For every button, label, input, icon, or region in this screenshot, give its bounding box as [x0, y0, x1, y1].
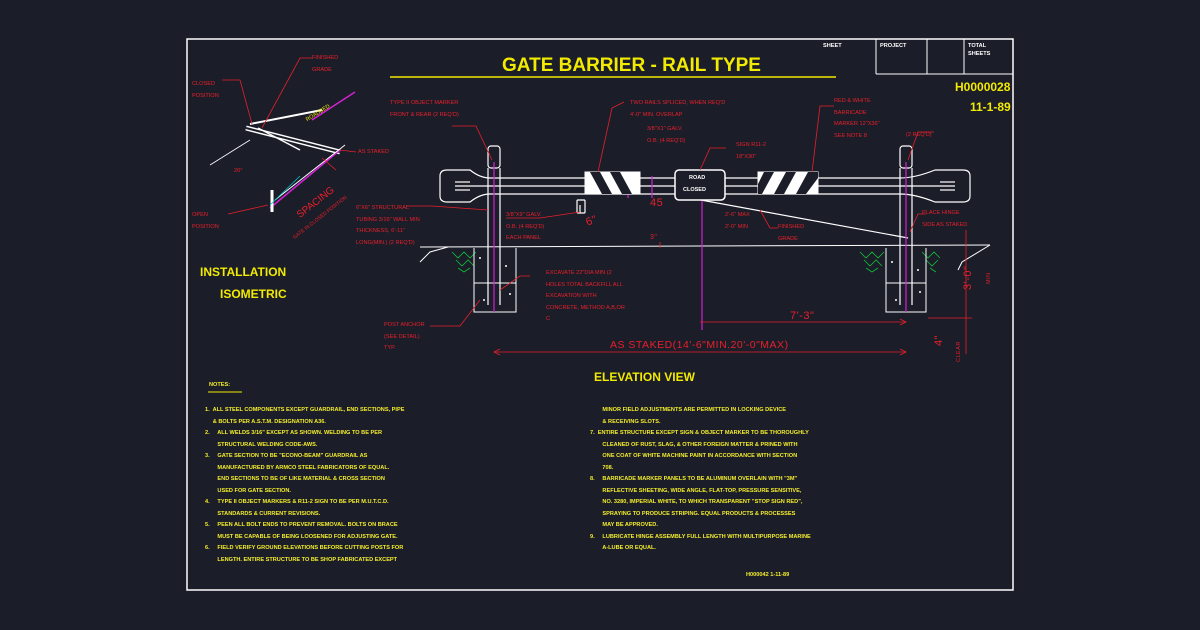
elevation-heading: ELEVATION VIEW	[594, 370, 695, 384]
callout-two-reqd: (2 REQ'D)	[906, 132, 932, 138]
callout-rails-spliced: TWO RAILS SPLICED, WHEN REQ'D 4'-0" MIN.…	[630, 100, 726, 118]
note-line: & RECEIVING SLOTS.	[590, 418, 661, 425]
note-line: MANUFACTURED BY ARMCO STEEL FABRICATORS …	[205, 464, 390, 471]
note-line: 2. ALL WELDS 3/16" EXCEPT AS SHOWN. WELD…	[205, 430, 383, 436]
note-line: 5. PEEN ALL BOLT ENDS TO PREVENT REMOVAL…	[205, 522, 398, 528]
iso-heading-2: ISOMETRIC	[220, 287, 287, 301]
note-line: ONE COAT OF WHITE MACHINE PAINT IN ACCOR…	[590, 453, 798, 459]
iso-open-position-label: OPEN POSITION	[192, 212, 219, 230]
note-line: CLEANED OF RUST, SLAG, & OTHER FOREIGN M…	[590, 441, 798, 448]
note-line: 9. LUBRICATE HINGE ASSEMBLY FULL LENGTH …	[590, 533, 811, 540]
elevation-view	[406, 101, 991, 356]
callout-sign: SIGN R11-2 18"X30"	[736, 142, 767, 160]
dim-three-in: 3"	[650, 234, 658, 241]
note-line: LENGTH. ENTIRE STRUCTURE TO BE SHOP FABR…	[205, 556, 398, 563]
note-line: SPRAYING TO PRODUCE STRIPING. EQUAL PROD…	[590, 510, 796, 517]
sign-text-closed: CLOSED	[683, 187, 706, 193]
note-line: MAY BE APPROVED.	[590, 522, 658, 528]
note-line: 1. ALL STEEL COMPONENTS EXCEPT GUARDRAIL…	[205, 407, 405, 413]
isometric-view	[209, 57, 357, 215]
note-line: MINOR FIELD ADJUSTMENTS ARE PERMITTED IN…	[590, 407, 786, 413]
callout-post-anchor: POST ANCHOR (SEE DETAIL) TYP.	[384, 322, 425, 351]
dim-seven-three: 7'-3"	[790, 310, 815, 322]
note-line: MUST BE CAPABLE OF BEING LOOSENED FOR AD…	[205, 533, 398, 540]
iso-closed-position-label: CLOSED POSITION	[192, 81, 219, 99]
note-line: 8. BARRICADE MARKER PANELS TO BE ALUMINU…	[590, 476, 798, 482]
note-line: REFLECTIVE SHEETING, WIDE ANGLE, FLAT-TO…	[590, 487, 802, 494]
callout-finished-grade: FINISHED GRADE	[778, 224, 805, 242]
sheet-border	[186, 38, 1014, 591]
note-line: END SECTIONS TO BE OF LIKE MATERIAL & CR…	[205, 476, 385, 482]
notes-footer-ref: H000042 1-11-89	[746, 572, 790, 578]
drawing-title: GATE BARRIER - RAIL TYPE	[502, 55, 761, 76]
notes-heading: NOTES:	[209, 382, 231, 388]
dim-clear: CLEAR	[956, 341, 962, 362]
dim-forty-five: 45	[650, 197, 664, 209]
iso-as-staked-label: AS STAKED	[358, 149, 389, 155]
title-block-grid	[875, 39, 1013, 75]
notes-left-column: 1. ALL STEEL COMPONENTS EXCEPT GUARDRAIL…	[205, 405, 404, 566]
callout-galv-ob: 3/8"X1" GALV. O.B. (4 REQ'D)	[647, 126, 686, 144]
note-line: 7. ENTIRE STRUCTURE EXCEPT SIGN & OBJECT…	[590, 430, 809, 436]
note-line: 708.	[590, 464, 614, 471]
dim-min: MIN	[986, 272, 992, 284]
note-line: STANDARDS & CURRENT REVISIONS.	[205, 510, 321, 517]
dim-four-in: 4"	[933, 334, 945, 346]
callout-object-marker: TYPE II OBJECT MARKER FRONT & REAR (2 RE…	[390, 100, 459, 118]
note-line: & BOLTS PER A.S.T.M. DESIGNATION A36.	[205, 418, 326, 425]
callout-max-min: 2'-6" MAX 2'-0" MIN	[725, 212, 750, 230]
note-line: USED FOR GATE SECTION.	[205, 487, 291, 494]
dim-as-staked: AS STAKED(14'-6"MIN.20'-0"MAX)	[610, 339, 789, 351]
iso-angle-label: 20°	[234, 168, 243, 174]
dim-three-zero: 3'-0"	[962, 265, 974, 290]
callout-galv-2: 3/8"X9" GALV. O.B. (4 REQ'D) EACH PANEL	[506, 212, 545, 241]
sheet-label: SHEET	[823, 43, 842, 49]
drawing-number: H0000028	[955, 80, 1011, 94]
callout-hinge: PLACE HINGE SIDE AS STAKED	[922, 210, 968, 228]
iso-finished-grade-label: FINISHED GRADE	[312, 55, 339, 73]
total-sheets-label: TOTAL SHEETS	[968, 43, 991, 57]
note-line: A-LUBE OR EQUAL.	[590, 545, 656, 551]
iso-heading-1: INSTALLATION	[200, 265, 287, 279]
notes-right-column: MINOR FIELD ADJUSTMENTS ARE PERMITTED IN…	[590, 405, 811, 555]
note-line: 4. TYPE II OBJECT MARKERS & R11-2 SIGN T…	[205, 499, 389, 505]
sign-text-road: ROAD	[689, 175, 706, 181]
drawing-date: 11-1-89	[970, 100, 1011, 114]
callout-tubing: 6"X6" STRUCTURAL TUBING 3/16" WALL MIN T…	[356, 205, 420, 246]
note-line: NO. 3280, IMPERIAL WHITE, TO WHICH TRANS…	[590, 499, 803, 505]
project-label: PROJECT	[880, 43, 907, 49]
note-line: 6. FIELD VERIFY GROUND ELEVATIONS BEFORE…	[205, 545, 404, 551]
callout-barricade-marker: RED & WHITE BARRICADE MARKER 12"X36" SEE…	[834, 98, 880, 139]
note-line: STRUCTURAL WELDING CODE-AWS.	[205, 441, 318, 448]
note-line: 3. GATE SECTION TO BE "ECONO-BEAM" GUARD…	[205, 453, 368, 459]
callout-excavate: EXCAVATE 22"DIA MIN (2 HOLES TOTAL BACKF…	[546, 270, 625, 322]
